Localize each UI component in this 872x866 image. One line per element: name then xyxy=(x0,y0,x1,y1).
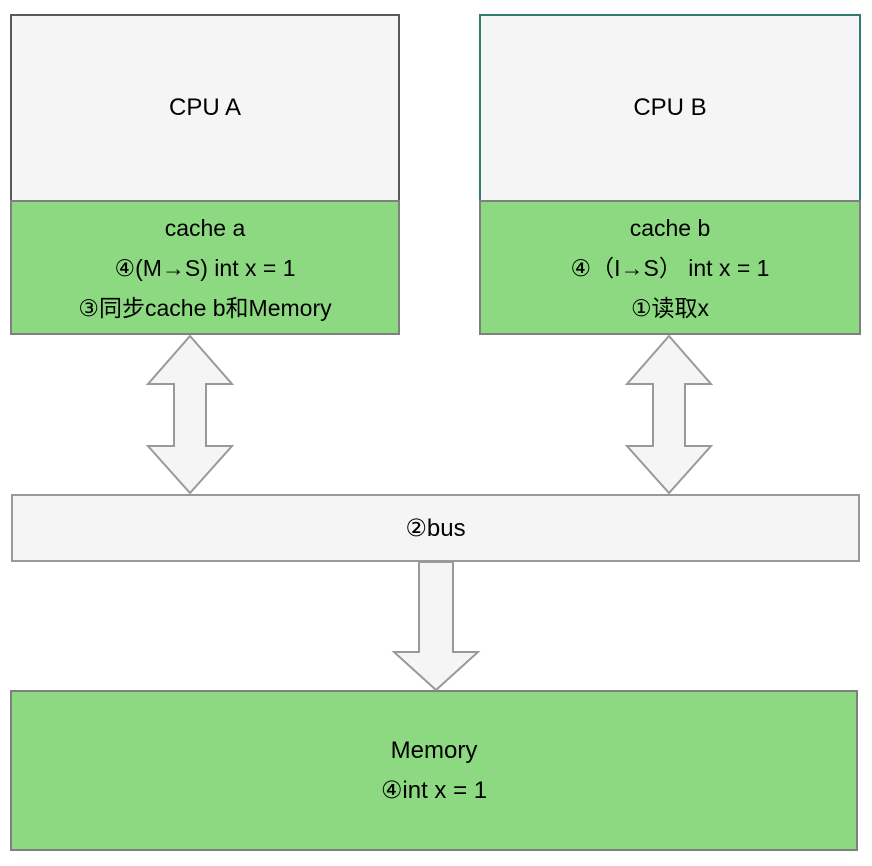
memory-value-line: ④int x = 1 xyxy=(380,776,488,804)
cache-a-action-line: ③同步cache b和Memory xyxy=(78,294,332,321)
bus-label: ②bus xyxy=(405,514,466,542)
memory-title: Memory xyxy=(390,736,478,764)
double-arrow-cpu-a-bus-icon xyxy=(145,334,235,495)
cache-a-box: cache a ④(M→S) int x = 1 ③同步cache b和Memo… xyxy=(10,200,400,335)
bus-bar: ②bus xyxy=(11,494,860,562)
cpu-a-box: CPU A xyxy=(10,14,400,202)
cache-b-box: cache b ④（I→S） int x = 1 ①读取x xyxy=(479,200,861,335)
cache-b-action-line: ①读取x xyxy=(630,294,710,321)
arrow-bus-to-memory-icon xyxy=(391,561,481,692)
cache-b-state-line: ④（I→S） int x = 1 xyxy=(570,254,770,281)
cpu-b-box: CPU B xyxy=(479,14,861,202)
cache-a-title: cache a xyxy=(164,214,246,241)
cpu-b-label: CPU B xyxy=(633,94,707,121)
cpu-a-label: CPU A xyxy=(168,94,242,121)
memory-box: Memory ④int x = 1 xyxy=(10,690,858,851)
cache-a-state-line: ④(M→S) int x = 1 xyxy=(114,254,296,281)
cache-b-title: cache b xyxy=(629,214,711,241)
double-arrow-cpu-b-bus-icon xyxy=(624,334,714,495)
